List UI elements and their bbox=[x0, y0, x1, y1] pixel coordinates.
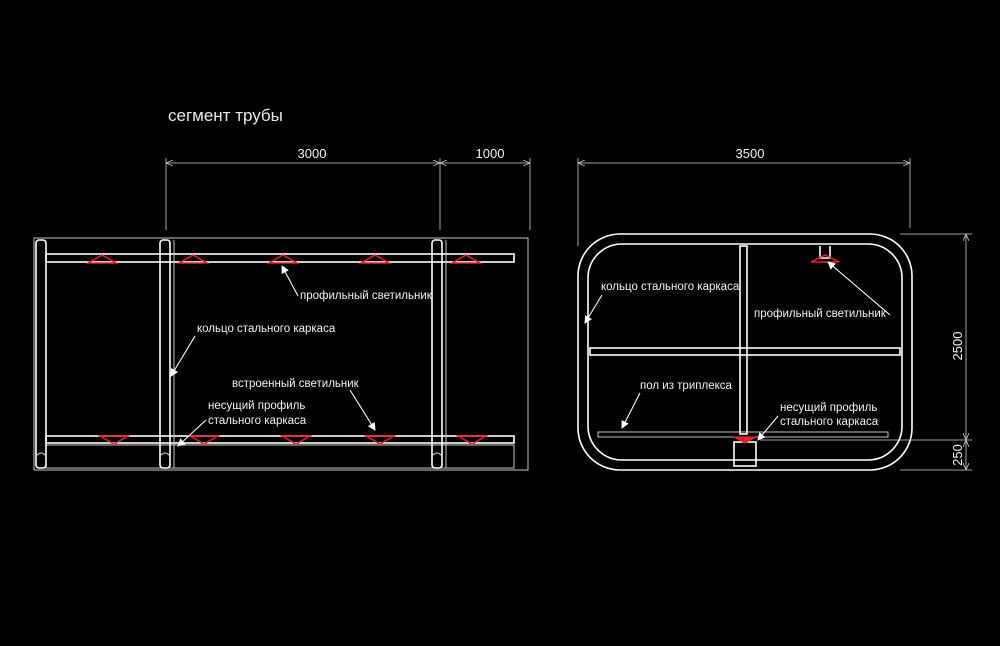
label-section-profile-light: профильный светильник bbox=[754, 308, 887, 320]
side-frame bbox=[33, 237, 529, 471]
drawing-title: сегмент трубы bbox=[168, 106, 283, 125]
label-load-profile-2: стального каркаса bbox=[208, 415, 307, 427]
tube-shell bbox=[577, 233, 913, 471]
inner-frame bbox=[589, 245, 901, 467]
section-built-in-light bbox=[733, 436, 757, 444]
side-dimension-lines bbox=[165, 158, 531, 230]
dim-3500: 3500 bbox=[736, 146, 765, 161]
section-dimension-lines bbox=[577, 158, 972, 471]
dim-1000: 1000 bbox=[476, 146, 505, 161]
top-profile-lights bbox=[85, 254, 483, 264]
label-profile-light: профильный светильник bbox=[300, 290, 433, 302]
label-load-profile-1: несущий профиль bbox=[208, 400, 305, 412]
label-triplex-floor: пол из триплекса bbox=[640, 380, 732, 392]
side-view: 3000 1000 bbox=[33, 146, 531, 471]
floor-built-in-lights bbox=[97, 435, 489, 445]
section-view: 3500 2500 250 кольцо стального каркаса п… bbox=[577, 146, 972, 471]
dim-250: 250 bbox=[950, 444, 965, 466]
dim-3000: 3000 bbox=[298, 146, 327, 161]
label-steel-ring: кольцо стального каркаса bbox=[197, 323, 336, 335]
label-section-load-profile-2: стального каркаса bbox=[780, 416, 879, 428]
label-built-in-light: встроенный светильник bbox=[232, 378, 360, 390]
dim-2500: 2500 bbox=[950, 332, 965, 361]
label-section-steel-ring: кольцо стального каркаса bbox=[601, 281, 740, 293]
label-section-load-profile-1: несущий профиль bbox=[780, 402, 877, 414]
section-profile-light bbox=[810, 254, 840, 263]
